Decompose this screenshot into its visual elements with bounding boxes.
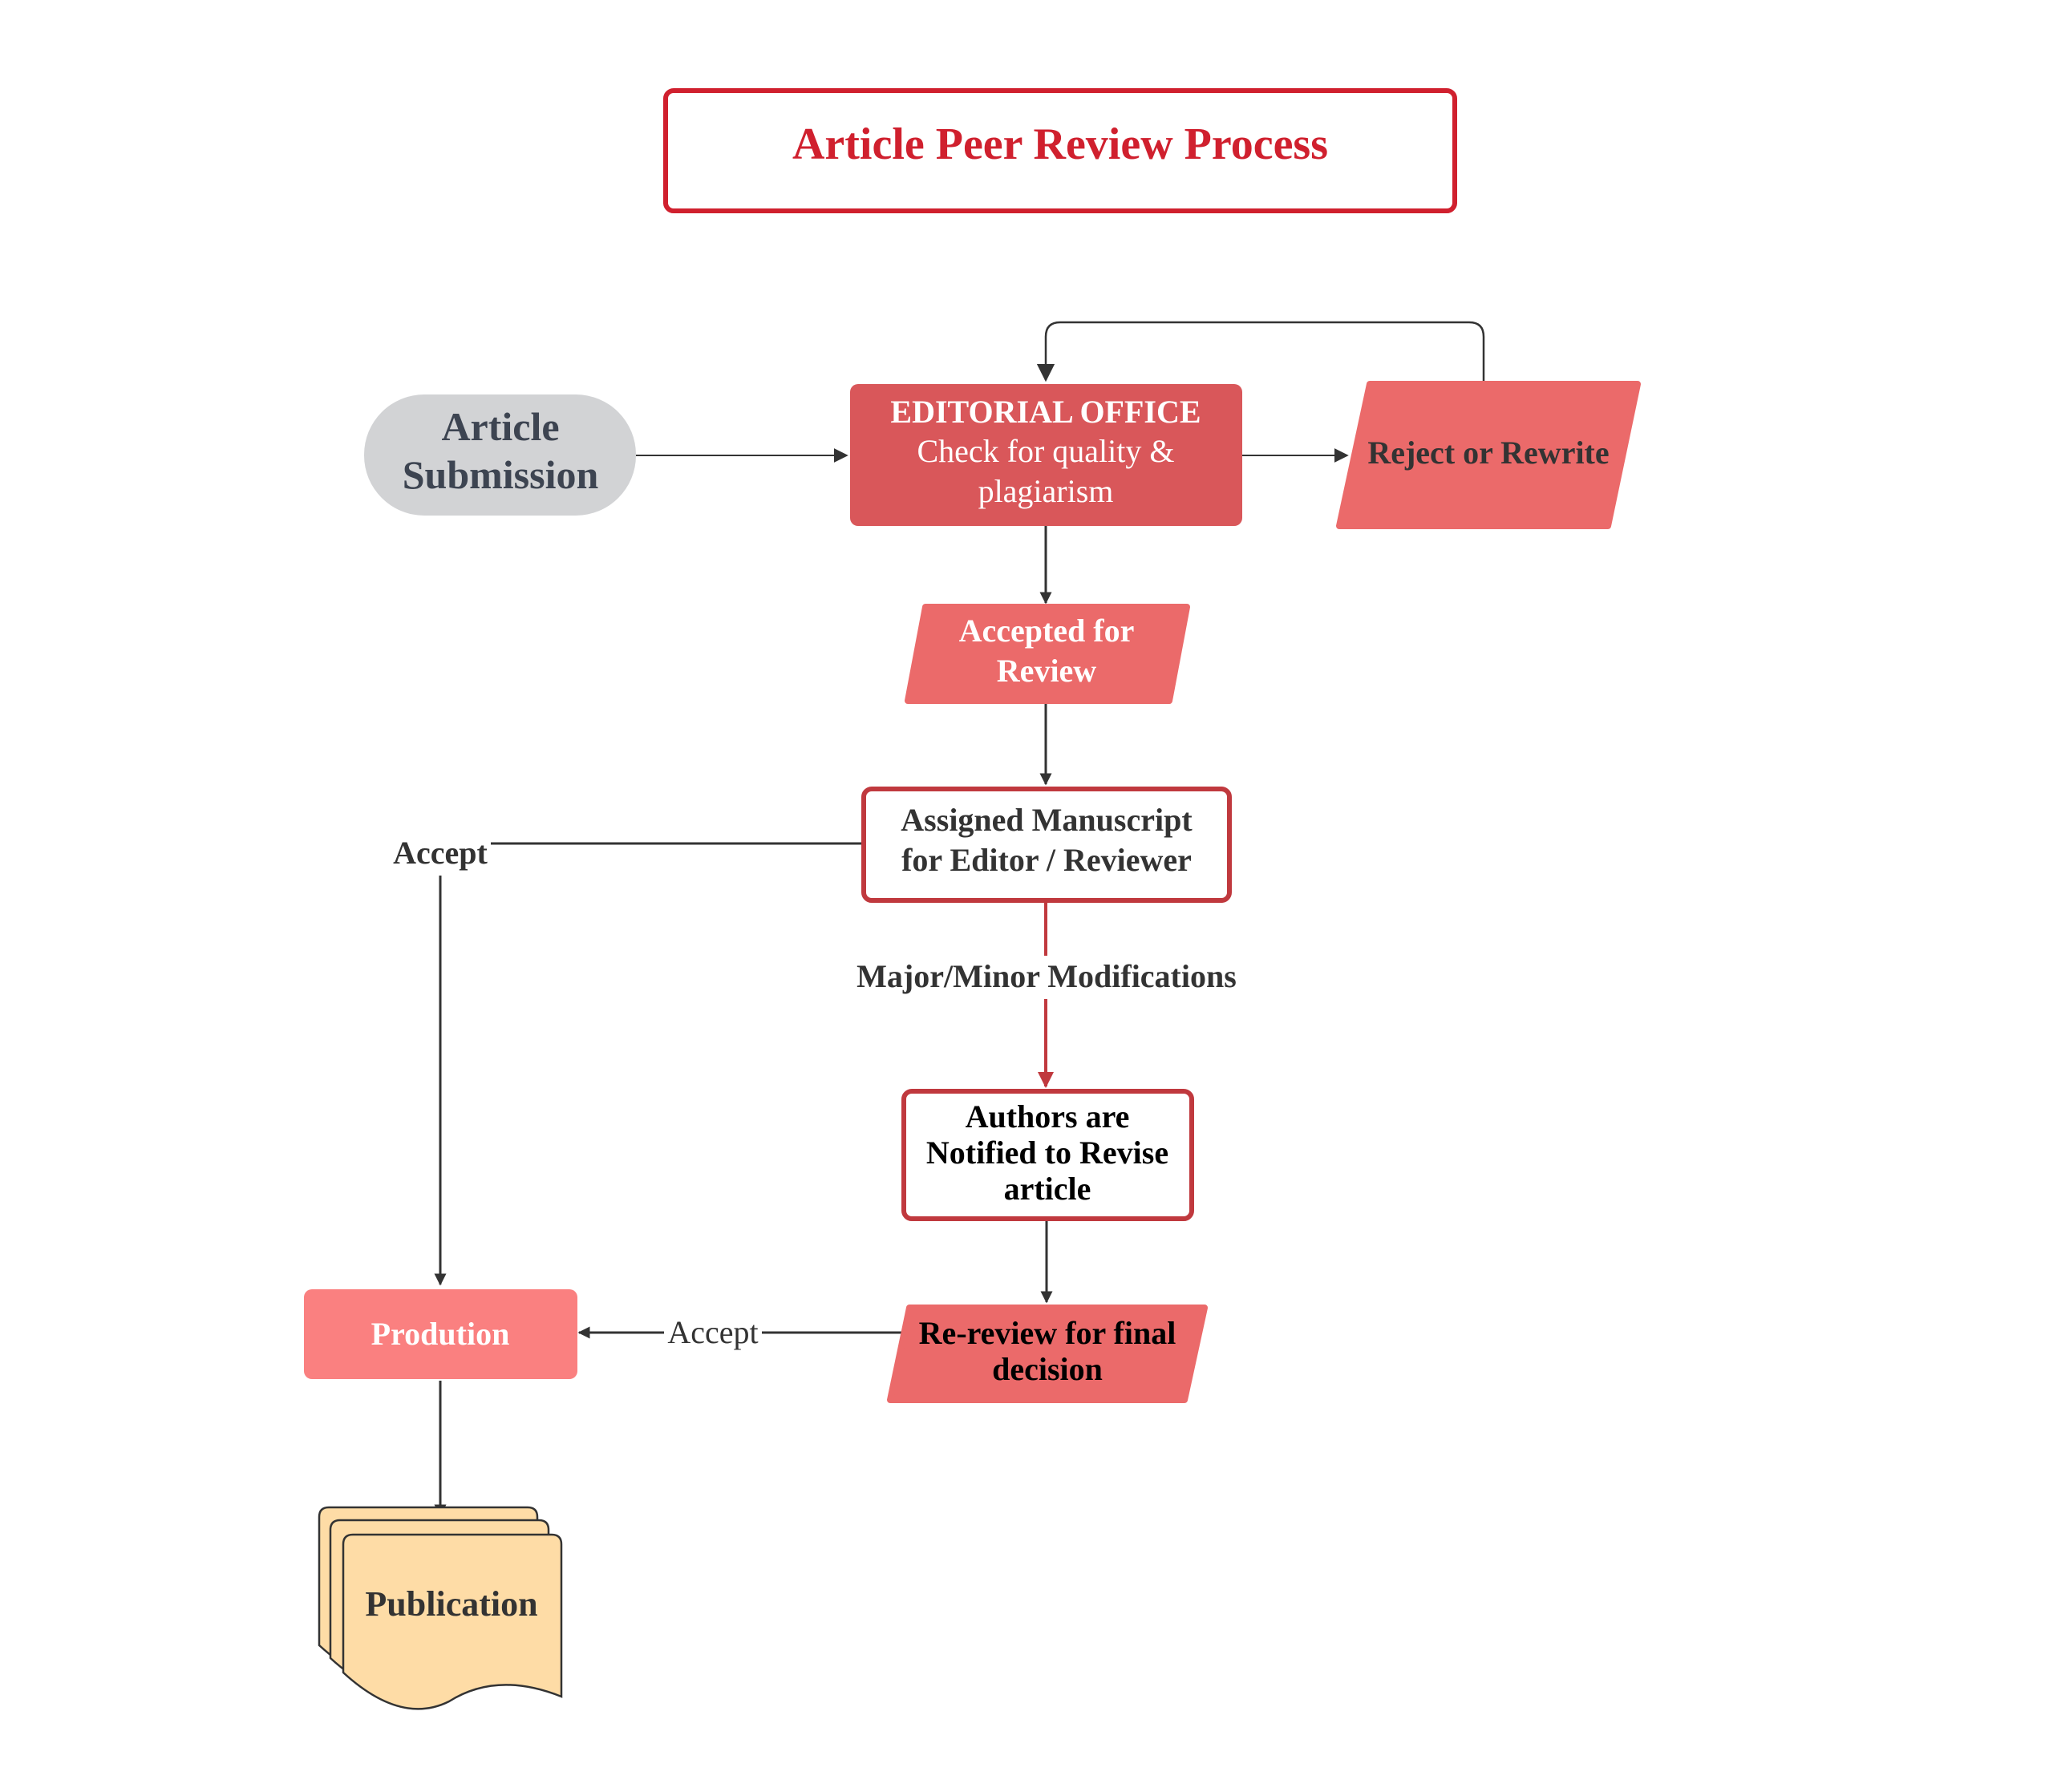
editorial-office-heading: EDITORIAL OFFICE [890, 394, 1201, 430]
editorial-office-node: EDITORIAL OFFICE Check for quality & pla… [850, 384, 1242, 526]
production-label: Prodution [371, 1316, 510, 1352]
article-submission-node: Article Submission [364, 394, 636, 516]
assigned-manuscript-line1: Assigned Manuscript [901, 802, 1193, 838]
edge-label-accept-bottom: Accept [667, 1314, 758, 1350]
publication-label: Publication [365, 1584, 537, 1624]
authors-notified-node: Authors are Notified to Revise article [901, 1089, 1194, 1221]
assigned-manuscript-node: Assigned Manuscript for Editor / Reviewe… [861, 787, 1232, 903]
re-review-node: Re-review for final decision [887, 1305, 1208, 1403]
production-node: Prodution [304, 1289, 577, 1379]
edge-label-accept-top: Accept [393, 835, 488, 871]
assigned-manuscript-line2: for Editor / Reviewer [901, 842, 1192, 878]
authors-notified-line1: Authors are [966, 1098, 1130, 1135]
article-submission-line2: Submission [403, 452, 599, 497]
reject-or-rewrite-node: Reject or Rewrite [1336, 381, 1641, 529]
edge-reject-loop-to-editorial [1036, 321, 1485, 383]
accepted-for-review-node: Accepted for Review [905, 604, 1190, 704]
re-review-line1: Re-review for final [919, 1315, 1176, 1351]
title-box: Article Peer Review Process [663, 88, 1457, 213]
edge-label-modifications: Major/Minor Modifications [856, 958, 1237, 994]
re-review-line2: decision [992, 1351, 1103, 1387]
accepted-for-review-line2: Review [997, 653, 1097, 689]
accepted-for-review-line1: Accepted for [959, 613, 1135, 649]
authors-notified-line2: Notified to Revise [926, 1135, 1168, 1171]
authors-notified-line3: article [1004, 1171, 1091, 1207]
publication-node: Publication [318, 1506, 563, 1710]
page-title: Article Peer Review Process [792, 119, 1328, 169]
reject-or-rewrite-label: Reject or Rewrite [1367, 435, 1609, 471]
editorial-office-line2: plagiarism [978, 473, 1114, 509]
article-submission-line1: Article [441, 404, 559, 449]
editorial-office-line1: Check for quality & [917, 433, 1174, 469]
